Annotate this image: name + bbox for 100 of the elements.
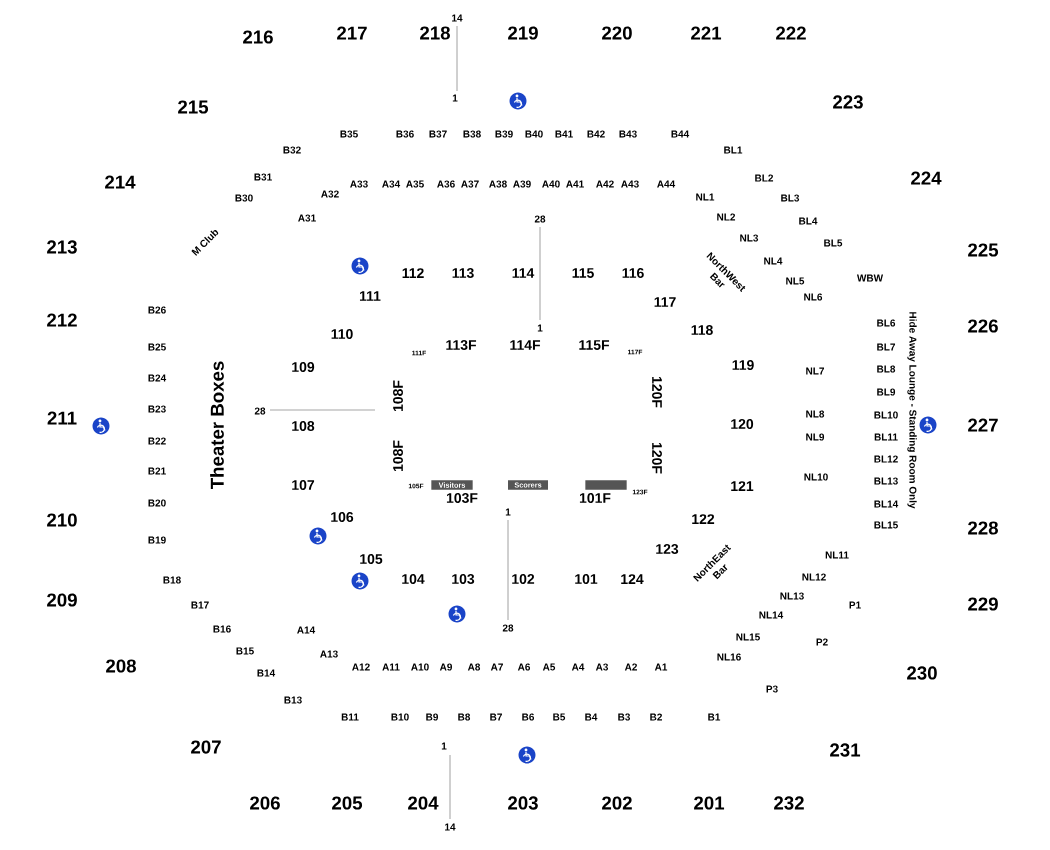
section-label: B30	[235, 194, 253, 202]
section-number: 214	[105, 175, 136, 189]
section-label: NL4	[764, 257, 783, 265]
area-label: M Club	[191, 230, 219, 256]
section-label: A4	[571, 663, 585, 671]
row-number: 1	[505, 508, 511, 516]
section-number: 122	[692, 514, 715, 524]
section-label: A43	[621, 180, 639, 188]
section-number: 217	[337, 26, 367, 40]
section-number: 205	[332, 796, 363, 810]
section-number: 225	[968, 243, 999, 257]
section-label: BL2	[755, 174, 774, 182]
section-label: BL12	[874, 455, 898, 463]
section-label: A2	[624, 663, 637, 671]
section-number: 106	[331, 512, 354, 522]
row-number: 1	[441, 742, 447, 750]
section-label: A8	[467, 663, 481, 671]
section-label: B20	[148, 499, 166, 507]
section-number: 218	[420, 26, 450, 40]
section-number: 223	[833, 95, 863, 109]
section-number: 103F	[446, 493, 478, 503]
section-number: 204	[408, 796, 439, 810]
section-label: B16	[213, 625, 231, 633]
section-label: NL1	[696, 193, 715, 201]
section-label: NL9	[806, 433, 825, 441]
row-number: 1	[537, 324, 543, 332]
section-number: 213	[47, 240, 77, 254]
section-number: 112	[402, 268, 424, 278]
section-label: A36	[437, 180, 455, 188]
section-number: 219	[508, 26, 538, 40]
section-label: B13	[284, 696, 302, 704]
section-label: NL14	[759, 611, 784, 619]
section-label: BL13	[874, 477, 898, 485]
section-label: B14	[257, 669, 276, 677]
section-number: 220	[602, 26, 632, 40]
row-number: 1	[452, 94, 458, 102]
section-number: 108	[292, 421, 315, 431]
section-number: 209	[47, 593, 77, 607]
section-label: A3	[595, 663, 609, 671]
section-number: 221	[691, 26, 722, 40]
section-number: 114	[512, 268, 535, 278]
section-label: WBW	[856, 274, 884, 282]
row-number: 14	[452, 14, 463, 22]
section-label: A7	[490, 663, 503, 671]
area-label: Theater Boxes	[210, 361, 224, 490]
section-label: BL10	[874, 411, 898, 419]
section-label: B1	[708, 713, 721, 721]
section-number: 202	[602, 796, 632, 810]
section-label: B4	[585, 713, 598, 721]
section-number: 115	[572, 268, 594, 278]
section-label: NL16	[717, 653, 741, 661]
section-label: A44	[657, 180, 676, 188]
section-label: A6	[517, 663, 531, 671]
section-label: A33	[350, 180, 368, 188]
row-number: 28	[534, 215, 546, 223]
section-number: 229	[968, 597, 998, 611]
section-label: NL12	[802, 573, 826, 581]
section-label: B18	[163, 576, 181, 584]
section-label: B35	[340, 130, 358, 138]
section-number: 211	[47, 411, 77, 425]
section-label: B15	[236, 647, 254, 655]
section-number: 206	[250, 796, 280, 810]
section-number: 208	[106, 659, 136, 673]
section-label: A41	[566, 180, 584, 188]
section-label: A39	[513, 180, 531, 188]
section-number: 120F	[652, 376, 662, 408]
section-label: B36	[396, 130, 414, 138]
section-number: 120F	[652, 442, 662, 474]
section-label: NL10	[804, 473, 828, 481]
section-number: 113F	[446, 340, 477, 350]
section-number: 107	[292, 480, 315, 490]
section-number: 102	[512, 574, 535, 584]
area-label: Hide Away Lounge - Standing Room Only	[907, 312, 917, 509]
section-label: BL4	[799, 217, 818, 225]
section-label: B9	[426, 713, 438, 721]
section-label: P1	[849, 601, 861, 609]
section-number: 110	[331, 329, 353, 339]
section-number: 227	[968, 418, 998, 432]
section-label: B25	[148, 343, 166, 351]
section-label: P2	[816, 638, 828, 646]
section-label: A9	[439, 663, 452, 671]
section-number: 207	[191, 740, 221, 754]
section-label: B17	[191, 601, 209, 609]
section-label: A1	[654, 663, 668, 671]
section-number: 114F	[510, 340, 541, 350]
section-label: NL11	[825, 551, 849, 559]
section-label: BL9	[877, 388, 896, 396]
section-label: B24	[148, 374, 167, 382]
section-number: 108F	[393, 440, 403, 472]
section-label: B2	[650, 713, 662, 721]
section-number: 117	[654, 297, 676, 307]
section-number: 121	[731, 481, 754, 491]
section-label: B41	[555, 130, 573, 138]
section-number: 101F	[579, 493, 611, 503]
section-label: B32	[283, 146, 301, 154]
section-label: A35	[406, 180, 424, 188]
section-label: P3	[766, 685, 778, 693]
section-label: B6	[522, 713, 535, 721]
section-number: 210	[47, 513, 77, 527]
section-label: A42	[596, 180, 614, 188]
